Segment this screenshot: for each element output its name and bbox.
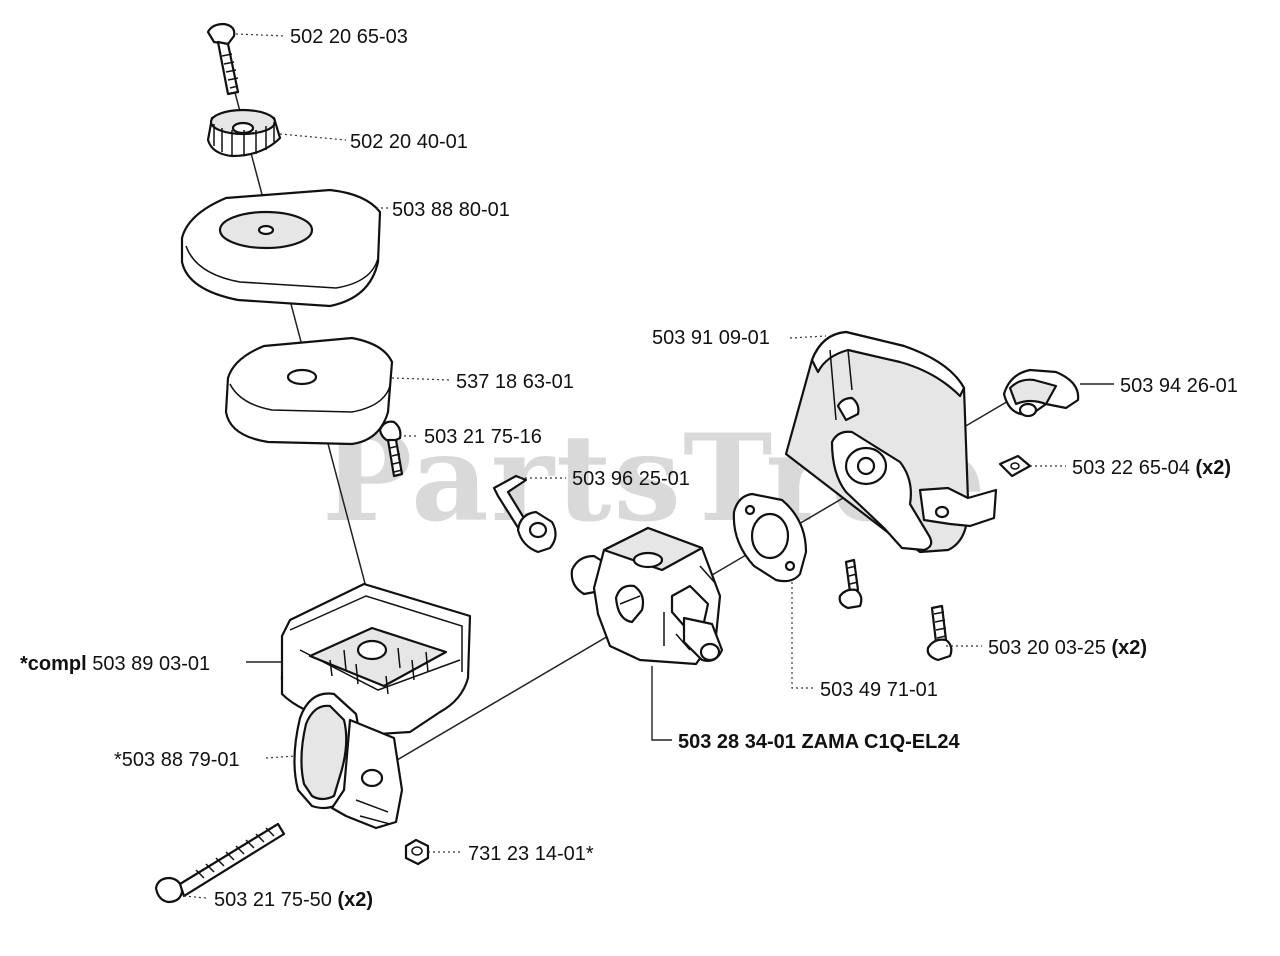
shroud-drawing xyxy=(784,330,998,554)
part-label-503-88-80-01: 503 88 80-01 xyxy=(392,199,510,221)
carburetor-drawing xyxy=(570,526,724,666)
long-bolt-drawing xyxy=(154,822,286,904)
long-screw-drawing xyxy=(206,22,240,96)
filter-cover-drawing xyxy=(180,188,382,308)
part-label-503-49-71-01: 503 49 71-01 xyxy=(820,679,938,701)
gasket-drawing xyxy=(732,492,808,583)
part-label-503-89-03-01: *compl 503 89 03-01 xyxy=(20,653,210,675)
part-label-731-23-14-01: 731 23 14-01* xyxy=(468,843,594,865)
shroud-screw-right-drawing xyxy=(926,604,953,662)
bracket-drawing xyxy=(492,474,557,554)
part-label-503-88-79-01: *503 88 79-01 xyxy=(114,749,240,771)
part-label-503-21-75-16: 503 21 75-16 xyxy=(424,426,542,448)
shroud-screw-left-drawing xyxy=(838,558,863,610)
part-label-503-91-09-01: 503 91 09-01 xyxy=(652,327,770,349)
part-label-503-94-26-01: 503 94 26-01 xyxy=(1120,375,1238,397)
leader-lines xyxy=(183,33,1114,899)
part-label-502-20-40-01: 502 20 40-01 xyxy=(350,131,468,153)
parts xyxy=(154,22,1080,904)
part-label-537-18-63-01: 537 18 63-01 xyxy=(456,371,574,393)
knob-drawing xyxy=(206,108,282,158)
part-label-503-28-34-01-carburetor: 503 28 34-01 ZAMA C1Q-EL24 xyxy=(678,731,960,753)
filter-element-drawing xyxy=(224,336,394,446)
intake-boot-drawing xyxy=(293,692,404,830)
part-label-503-20-03-25: 503 20 03-25 (x2) xyxy=(988,637,1147,659)
square-nut-drawing xyxy=(998,454,1032,478)
part-label-503-22-65-04: 503 22 65-04 (x2) xyxy=(1072,457,1231,479)
nut-drawing xyxy=(404,838,430,866)
part-label-503-96-25-01: 503 96 25-01 xyxy=(572,468,690,490)
part-label-502-20-65-03: 502 20 65-03 xyxy=(290,26,408,48)
part-label-503-21-75-50: 503 21 75-50 (x2) xyxy=(214,889,373,911)
small-screw-drawing xyxy=(378,420,404,478)
part-labels: 502 20 65-03 502 20 40-01 503 88 80-01 5… xyxy=(20,26,1238,911)
clip-drawing xyxy=(1002,368,1080,418)
